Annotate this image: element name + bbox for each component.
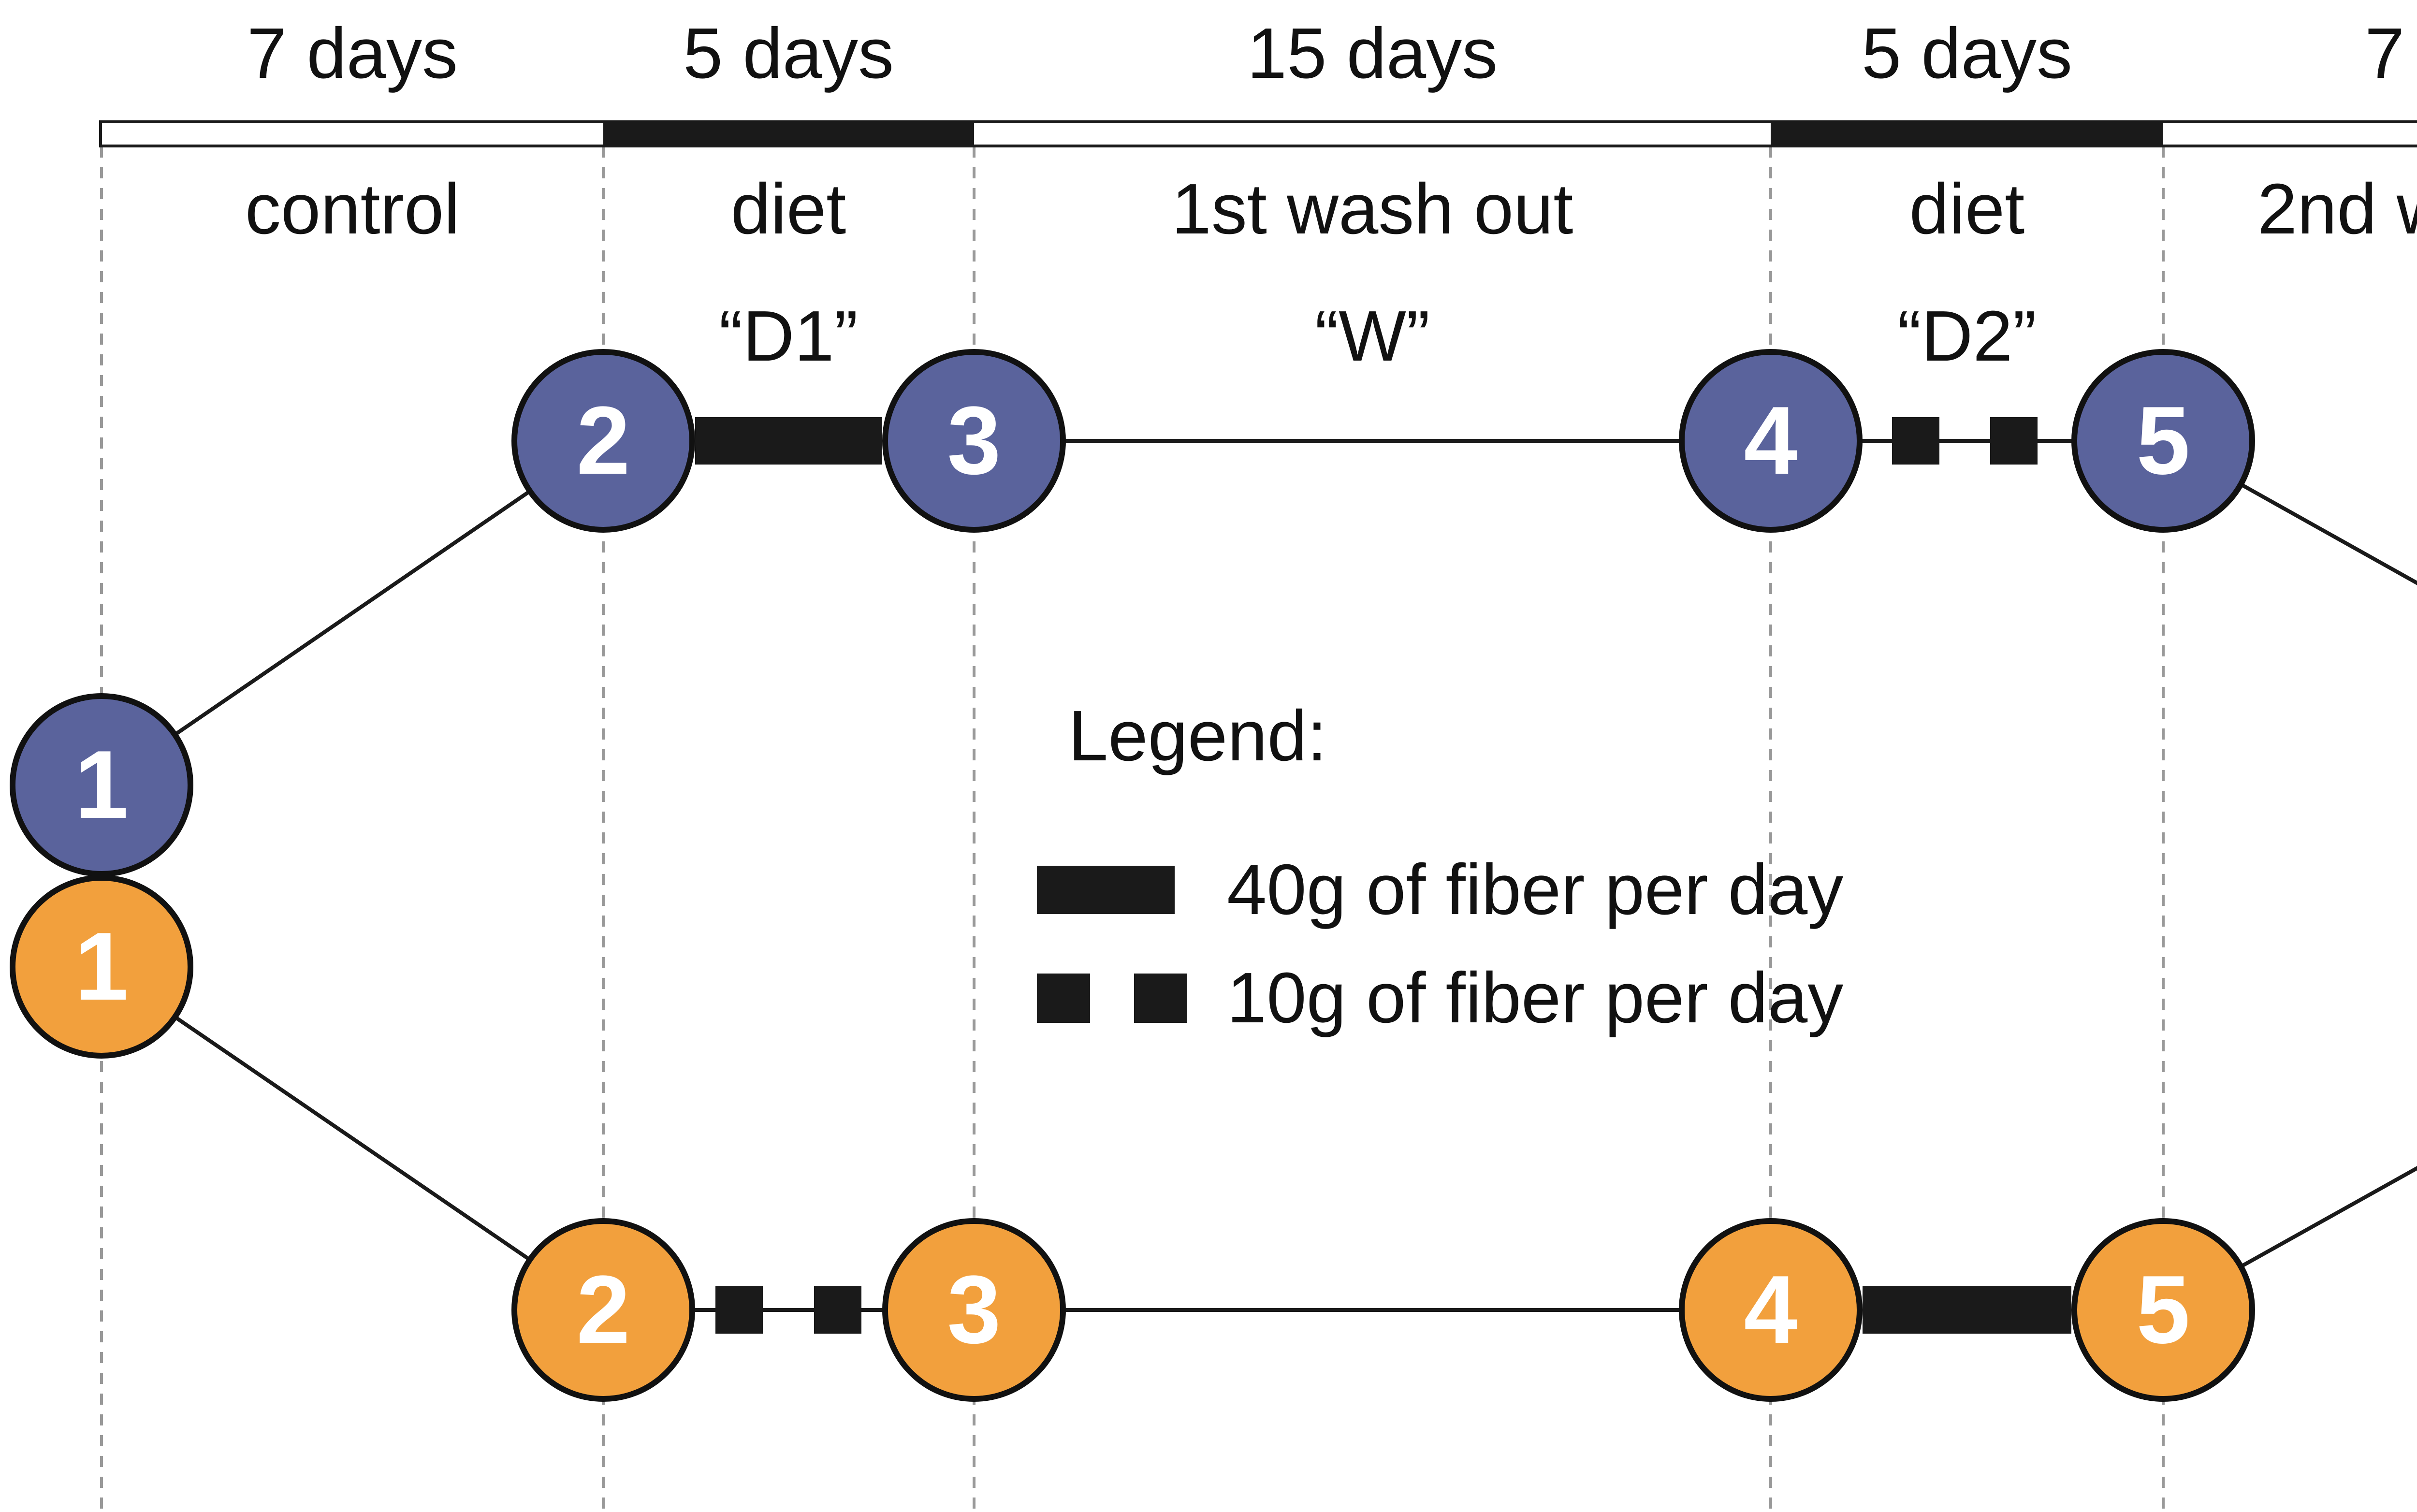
node-blue-3: 3 [882, 349, 1066, 533]
node-number: 5 [2136, 1256, 2190, 1364]
condition-label-d2: “D2” [1897, 296, 2037, 376]
link-blue-4-5-10g-square-1 [1892, 417, 1939, 465]
condition-label-w: “W” [1314, 296, 1430, 376]
phase-label-1: control [245, 169, 460, 249]
node-number: 2 [576, 387, 630, 494]
legend-item-10g: 10g of fiber per day [1037, 962, 1843, 1034]
node-blue-4: 4 [1679, 349, 1863, 533]
node-number: 1 [74, 913, 129, 1020]
legend-label-10g: 10g of fiber per day [1227, 958, 1844, 1038]
link-blue-4-5-10g-square-2 [1990, 417, 2038, 465]
duration-label-3: 15 days [1247, 14, 1498, 93]
legend-marker-10g-square-2 [1134, 974, 1187, 1023]
duration-label-4: 5 days [1861, 14, 2073, 93]
timeline-diet-segment-1 [603, 120, 974, 147]
node-number: 3 [947, 387, 1001, 494]
node-orange-2: 2 [511, 1218, 695, 1402]
link-blue-1-2 [100, 439, 605, 787]
node-number: 3 [947, 1256, 1001, 1364]
link-orange-4-5-40g-bar [1863, 1286, 2071, 1334]
node-blue-1: 1 [10, 693, 193, 877]
node-number: 5 [2136, 387, 2190, 494]
legend-marker-40g-bar [1037, 866, 1175, 914]
duration-label-1: 7 days [247, 14, 458, 93]
node-orange-5: 5 [2071, 1218, 2255, 1402]
node-number: 4 [1744, 1256, 1798, 1364]
legend-title: Legend: [1068, 696, 1327, 776]
node-orange-1: 1 [10, 875, 193, 1059]
duration-label-5: 7 days [2364, 14, 2417, 93]
link-blue-5-6 [2162, 439, 2417, 585]
link-orange-5-6 [2162, 1166, 2417, 1312]
phase-label-2: diet [730, 169, 846, 249]
timeline-diet-segment-2 [1771, 120, 2163, 147]
phase-label-5: 2nd wash out [2257, 169, 2417, 249]
node-blue-2: 2 [511, 349, 695, 533]
node-orange-4: 4 [1679, 1218, 1863, 1402]
link-orange-2-3-10g-square-2 [814, 1286, 861, 1334]
link-orange-1-2 [100, 965, 605, 1312]
phase-label-3: 1st wash out [1171, 169, 1573, 249]
legend-item-40g: 40g of fiber per day [1037, 854, 1843, 926]
node-number: 4 [1744, 387, 1798, 494]
legend-marker-10g-square-1 [1037, 974, 1090, 1023]
node-number: 2 [576, 1256, 630, 1364]
link-blue-2-3-40g-bar [695, 417, 882, 465]
duration-label-2: 5 days [683, 14, 894, 93]
node-orange-3: 3 [882, 1218, 1066, 1402]
node-blue-5: 5 [2071, 349, 2255, 533]
link-orange-2-3-10g-square-1 [715, 1286, 763, 1334]
legend-label-40g: 40g of fiber per day [1227, 850, 1844, 930]
node-number: 1 [74, 731, 129, 839]
condition-label-d1: “D1” [719, 296, 858, 376]
phase-label-4: diet [1909, 169, 2025, 249]
